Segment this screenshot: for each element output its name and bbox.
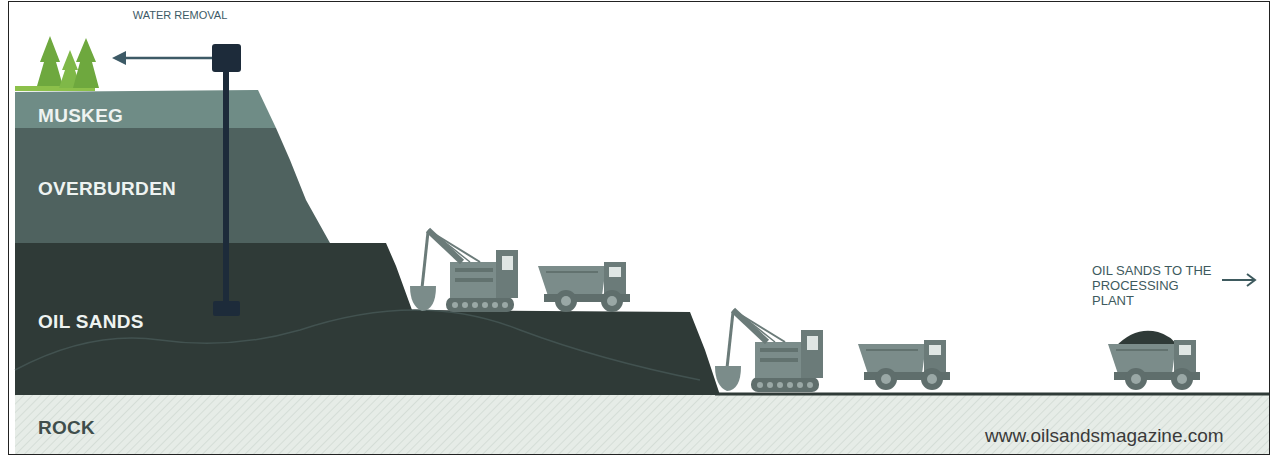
band-label: MUSKEG xyxy=(38,105,123,127)
shovel-symbol xyxy=(715,310,823,392)
watermark: www.oilsandsmagazine.com xyxy=(985,425,1267,447)
band-fill xyxy=(15,243,720,395)
strata-band: OVERBURDEN xyxy=(15,128,330,243)
ground-line xyxy=(715,393,1270,396)
haul-truck xyxy=(538,262,630,312)
band-label: OIL SANDS xyxy=(38,311,144,333)
annotation-label: OIL SANDS TO THE PROCESSING PLANT xyxy=(1092,264,1220,309)
band-fill xyxy=(15,395,1270,455)
shovel-symbol xyxy=(410,230,518,312)
haul-truck xyxy=(858,340,950,390)
band-hatch xyxy=(15,395,1270,455)
band-fill xyxy=(15,128,330,243)
strata-band: MUSKEG xyxy=(15,90,276,128)
band-fill xyxy=(15,90,276,128)
tree-symbols xyxy=(15,36,99,91)
direction-arrow xyxy=(1222,274,1255,286)
haul-truck xyxy=(1108,340,1200,390)
strata-line xyxy=(15,310,700,380)
band-label: ROCK xyxy=(38,417,95,439)
band-label: OVERBURDEN xyxy=(38,178,176,200)
water-well xyxy=(112,44,241,316)
annotation-label: WATER REMOVAL xyxy=(130,9,230,22)
